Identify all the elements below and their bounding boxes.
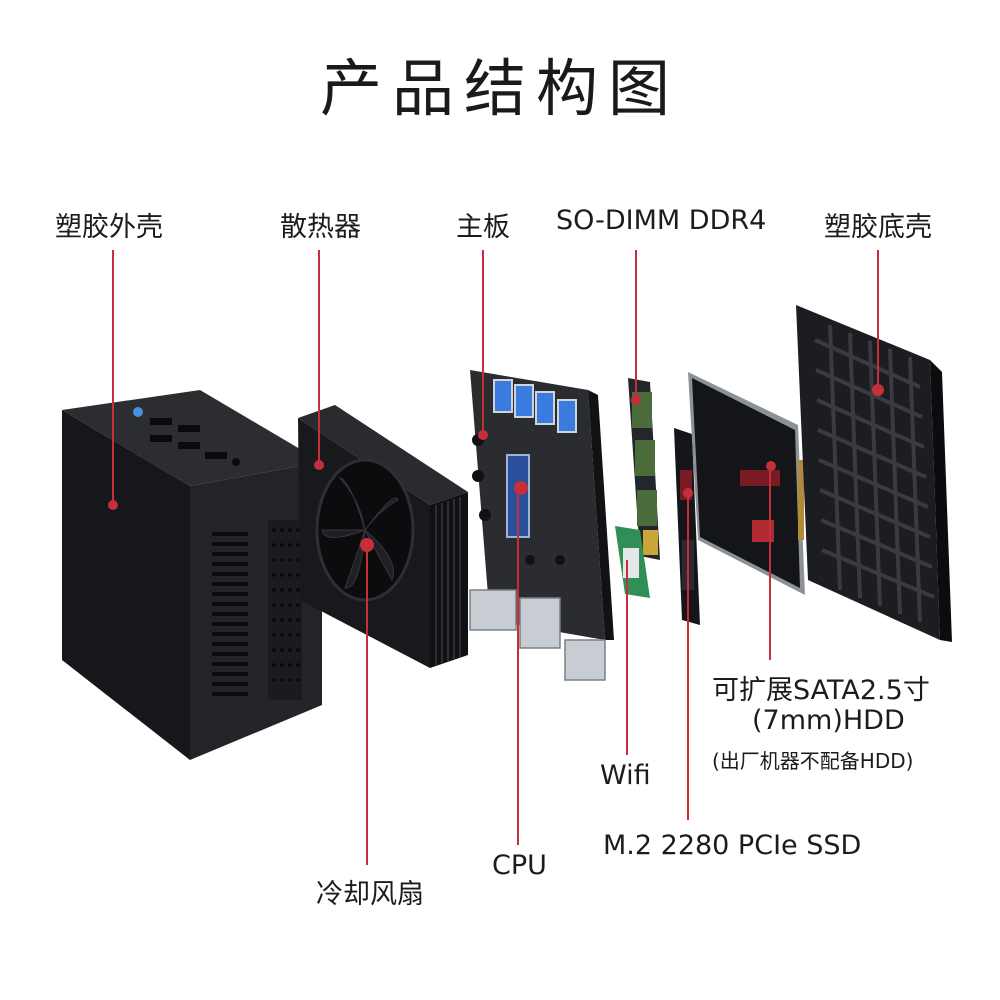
- page-title: 产品结构图: [319, 52, 680, 125]
- label-plastic-shell: 塑胶外壳: [55, 212, 163, 243]
- label-heatsink: 散热器: [280, 212, 361, 243]
- motherboard-illustration: [469, 370, 614, 681]
- label-hdd-line3: (出厂机器不配备HDD): [712, 749, 914, 773]
- leader-lines: [112, 250, 879, 865]
- heatsink-illustration: [298, 405, 468, 668]
- hdd-illustration: [688, 372, 805, 595]
- plastic-shell-illustration: [62, 390, 322, 760]
- ram-module-illustration: [628, 378, 660, 560]
- label-wifi: Wifi: [600, 760, 651, 791]
- label-plastic-bottom: 塑胶底壳: [824, 212, 932, 243]
- plastic-bottom-shell-illustration: [796, 305, 952, 642]
- label-motherboard: 主板: [456, 212, 510, 243]
- label-hdd-line1: 可扩展SATA2.5寸: [712, 675, 930, 706]
- label-ram: SO-DIMM DDR4: [556, 205, 767, 236]
- label-fan: 冷却风扇: [316, 879, 424, 910]
- label-ssd: M.2 2280 PCIe SSD: [603, 830, 862, 861]
- label-cpu: CPU: [492, 850, 547, 881]
- label-hdd-line2: (7mm)HDD: [752, 705, 905, 736]
